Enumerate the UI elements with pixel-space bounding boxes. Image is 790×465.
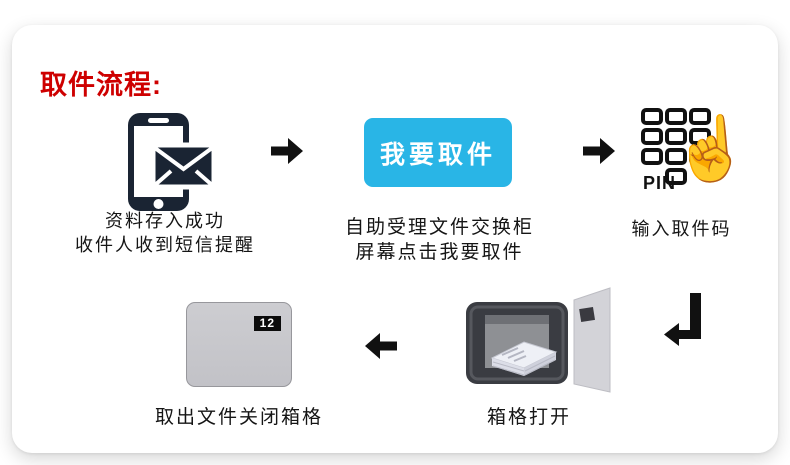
pin-keypad-icon bbox=[641, 108, 711, 185]
pickup-button: 我要取件 bbox=[364, 118, 512, 187]
step1-caption-line2: 收件人收到短信提醒 bbox=[75, 235, 255, 255]
pointing-hand-icon: ☝ bbox=[669, 112, 752, 187]
locker-open-icon bbox=[466, 287, 611, 393]
step4-caption: 箱格打开 bbox=[486, 407, 571, 428]
step5-caption: 取出文件关闭箱格 bbox=[154, 407, 323, 428]
locker-number-badge: 12 bbox=[253, 316, 281, 331]
arrow-right-icon bbox=[583, 138, 615, 164]
step1-caption-line1: 资料存入成功 bbox=[105, 211, 225, 231]
phone-message-icon bbox=[128, 113, 217, 211]
arrow-down-left-icon bbox=[664, 293, 701, 346]
step1-caption: 资料存入成功 收件人收到短信提醒 bbox=[55, 209, 275, 257]
flow-card: 取件流程: 资料存入成功 收件人收到短信提醒 我要取件 自助受理文件交换柜 屏幕… bbox=[12, 25, 778, 453]
pin-keypad-label: PIN bbox=[643, 173, 677, 193]
step3-caption: 输入取件码 bbox=[631, 219, 732, 239]
step2-caption: 自助受理文件交换柜 屏幕点击我要取件 bbox=[327, 215, 552, 265]
locker-closed-icon: 12 bbox=[186, 302, 292, 387]
step2-caption-line1: 自助受理文件交换柜 bbox=[344, 217, 534, 238]
page-title: 取件流程: bbox=[40, 70, 162, 100]
arrow-left-icon bbox=[365, 333, 397, 359]
arrow-right-icon bbox=[271, 138, 303, 164]
step2-caption-line2: 屏幕点击我要取件 bbox=[355, 242, 524, 263]
